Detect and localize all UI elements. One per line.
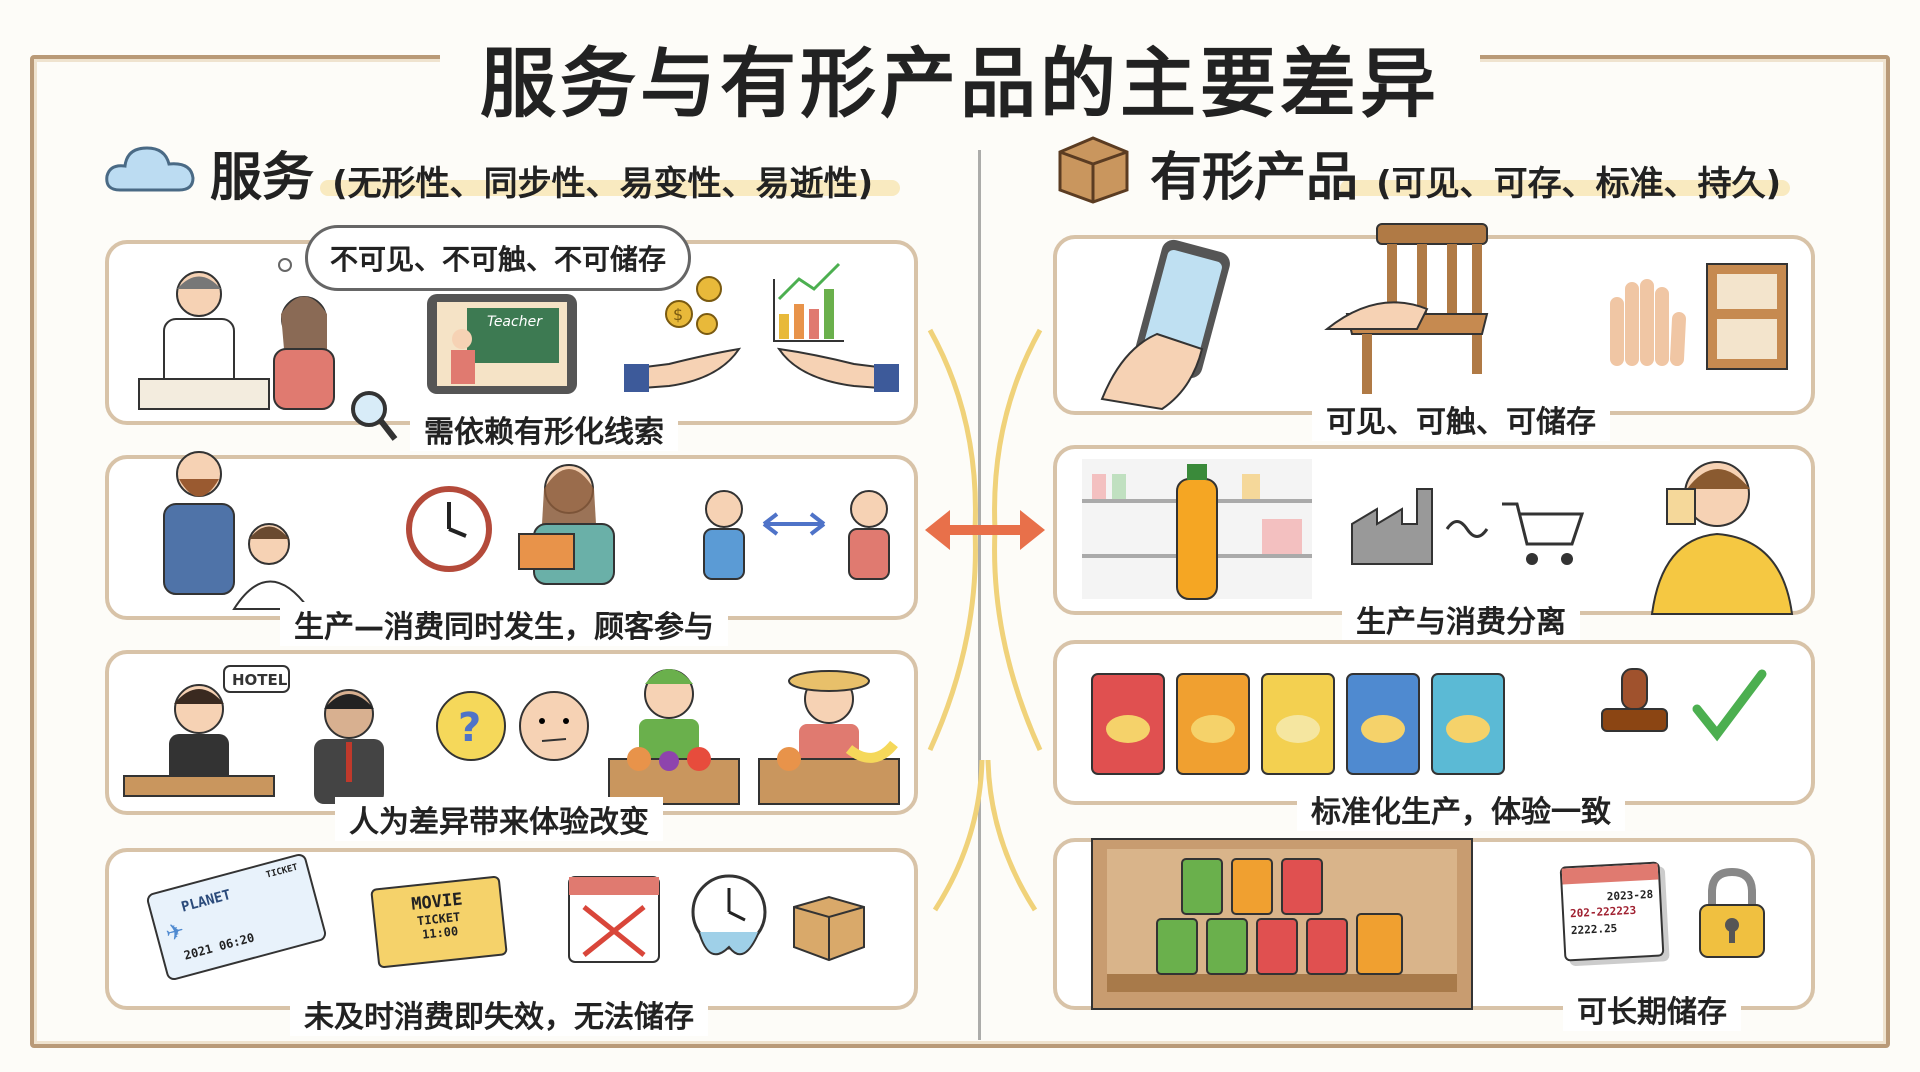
services-subtitle: (无形性、同步性、易变性、易逝性) [332, 164, 874, 204]
plane-ticket-airline: PLANET [179, 887, 233, 916]
curve-lower [932, 759, 1038, 912]
subheading-highlight [1340, 180, 1790, 196]
stamp-check-icon [1601, 668, 1767, 742]
plane-ticket-label: TICKET [265, 862, 300, 881]
clock-icon [406, 486, 492, 572]
online-teacher-tablet-icon: Teacher [427, 294, 577, 394]
services-heading: 服务 (无形性、同步性、易变性、易逝性) [210, 135, 873, 210]
plane-ticket: PLANET TICKET 2021 06:20 ✈ [145, 852, 328, 982]
svg-text:?: ? [458, 705, 481, 751]
hotel-staff-illustration: HOTEL [123, 665, 384, 804]
services-title: 服务 [210, 148, 315, 208]
plane-ticket-date: 2021 06:20 [182, 930, 256, 963]
product-row-separation: 生产与消费分离 [1053, 445, 1815, 641]
empty-box-icon [793, 895, 865, 962]
caption-perishability: 未及时消费即失效，无法储存 [290, 992, 708, 1036]
caption-standardization: 标准化生产，体验一致 [1297, 787, 1625, 831]
page-title: 服务与有形产品的主要差异 [0, 22, 1920, 132]
caption-simultaneous: 生产—消费同时发生，顾客参与 [280, 602, 728, 646]
chair-icon [1324, 223, 1489, 394]
center-divider [978, 150, 981, 1040]
product-row-durability: 2023-28 202-222223 2222.25 可长期储存 [1053, 838, 1815, 1031]
center-contrast-arrows [925, 328, 1045, 912]
chip-bags-icon [1091, 673, 1505, 775]
factory-to-cart-icon [1351, 488, 1585, 565]
caption-separation: 生产与消费分离 [1342, 597, 1580, 641]
magnifier-icon [351, 391, 398, 441]
products-subtitle: (可见、可存、标准、持久) [1376, 164, 1782, 204]
padlock-icon [1699, 867, 1765, 958]
curve-right-upper [992, 328, 1043, 752]
customer-interaction-icon [703, 490, 890, 580]
title-text: 服务与有形产品的主要差异 [440, 39, 1480, 128]
movie-ticket: MOVIE TICKET 11:00 [370, 875, 508, 969]
tablet-teacher-text: Teacher [487, 314, 543, 330]
service-row-perishability: PLANET TICKET 2021 06:20 ✈ MOVIE TICKET … [105, 848, 918, 1036]
expiry-calendar: 2023-28 202-222223 2222.25 [1559, 861, 1665, 962]
subheading-highlight [320, 180, 900, 196]
hand-and-shelf-icon [1610, 263, 1788, 370]
caption-tangible: 可见、可触、可储存 [1312, 397, 1610, 441]
double-arrow-heads [925, 510, 1045, 550]
barber-illustration [163, 451, 311, 610]
teacher-reading-illustration [518, 464, 615, 585]
cloud-icon [105, 146, 195, 192]
crossed-calendar-icon [568, 876, 660, 963]
curve-left-upper [927, 328, 978, 752]
melting-clock-icon [691, 874, 767, 956]
question-confused-faces-icon: ? [436, 691, 589, 761]
doctor-patient-illustration [138, 271, 335, 410]
service-row-simultaneity: 生产—消费同时发生，顾客参与 [105, 451, 918, 646]
product-row-tangible: 可见、可触、可储存 [1053, 223, 1815, 441]
svg-text:$: $ [673, 305, 683, 324]
person-drinking-icon [1650, 461, 1794, 615]
product-row-standardization: 标准化生产，体验一致 [1053, 640, 1815, 831]
money-exchange-hands-icon: $ [624, 262, 899, 392]
calendar-date-3: 2222.25 [1570, 921, 1618, 938]
service-row-variability: HOTEL ? 人为差异带来体验改变 [105, 650, 918, 841]
caption-tangible-clues: 需依赖有形化线索 [410, 407, 678, 451]
smartphone-in-hand-icon [1100, 239, 1230, 411]
store-shelf-drink-icon [1082, 459, 1312, 600]
fruit-vendors-illustration [608, 669, 900, 805]
box-icon [1058, 136, 1129, 204]
caption-durability: 可长期储存 [1563, 987, 1741, 1031]
canned-goods-shelf-icon [1091, 838, 1473, 1010]
bubble-dot [278, 258, 292, 272]
products-title: 有形产品 [1150, 148, 1359, 208]
caption-variability: 人为差异带来体验改变 [335, 797, 663, 841]
airplane-icon: ✈ [163, 918, 188, 948]
products-heading: 有形产品 (可见、可存、标准、持久) [1150, 135, 1781, 210]
hotel-sign-text: HOTEL [232, 671, 288, 689]
thought-bubble-intangible: 不可见、不可触、不可储存 [305, 225, 692, 291]
